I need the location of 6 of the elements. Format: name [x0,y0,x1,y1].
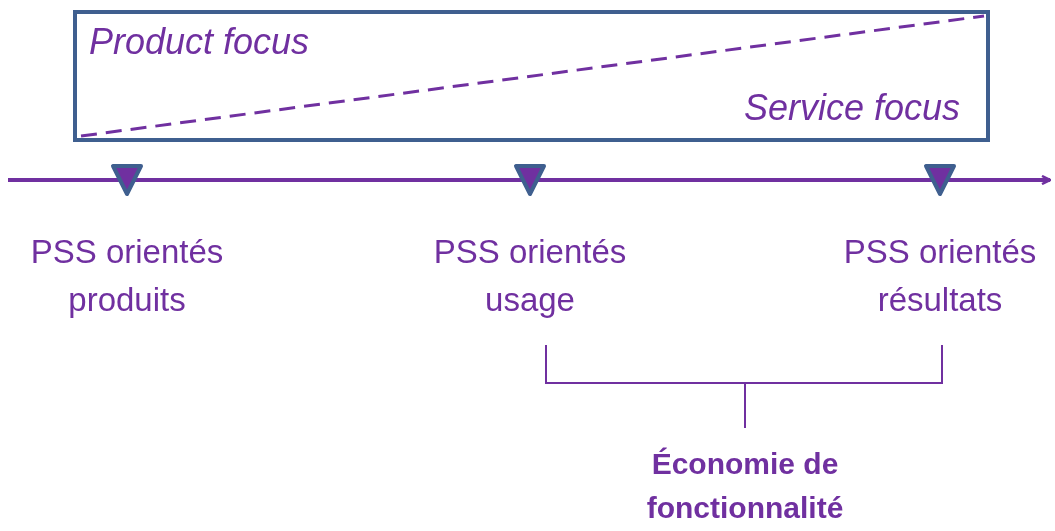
axis-label: PSS orientés usage [432,232,628,320]
axis-label: PSS orientés résultats [842,232,1038,320]
panel-heading: Service focus [743,86,960,130]
bracket-label: Économie de fonctionnalité [645,446,845,526]
axis-label: PSS orientés produits [29,232,225,320]
panel-heading: Product focus [89,20,310,64]
